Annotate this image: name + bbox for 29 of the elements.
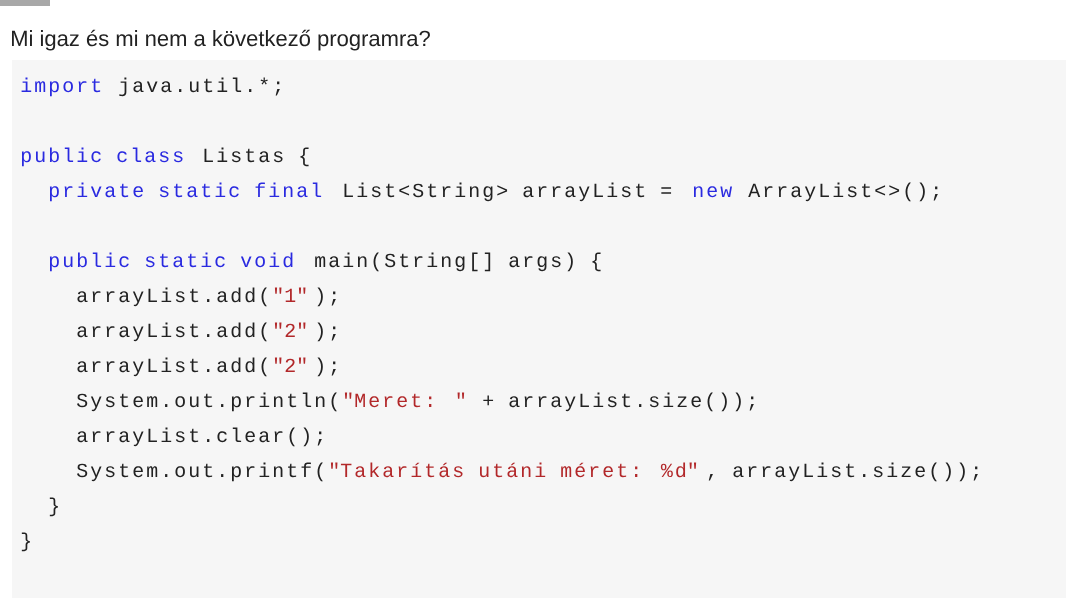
code-text: "2": [274, 357, 306, 372]
code-text: );: [317, 287, 336, 307]
code-text: arrayList.clear();: [77, 427, 322, 447]
code-text: private static final: [49, 182, 322, 202]
code-text: arrayList.add(: [77, 322, 267, 342]
code-text: + arrayList.size());: [483, 392, 754, 412]
code-text: arrayList.add(: [77, 287, 267, 307]
code-text: "2": [274, 322, 306, 337]
code-text: Listas {: [204, 147, 309, 167]
code-text: main(String[] args) {: [315, 252, 601, 272]
code-text: public class: [21, 147, 183, 167]
code-text: }: [21, 532, 30, 552]
code-text: System.out.printf(: [76, 462, 323, 482]
code-text: java.util.*;: [119, 77, 280, 97]
code-text: );: [317, 322, 336, 342]
code-text: System.out.println(: [76, 392, 337, 412]
code-text: "1": [274, 287, 306, 302]
code-text: arrayList.add(: [77, 357, 267, 377]
code-text: ArrayList<>();: [748, 182, 938, 202]
question-title: Mi igaz és mi nem a következő programra?: [12, 29, 430, 51]
code-text: "Meret: ": [344, 392, 465, 408]
code-text: public static void: [49, 252, 293, 272]
code-text: import: [21, 77, 101, 97]
code-text: , arrayList.size());: [708, 462, 978, 482]
code-text: "Takarítás utáni méret: %d": [330, 462, 697, 478]
code-text: );: [317, 357, 336, 377]
code-text: new: [693, 186, 732, 198]
code-text: List<String> arrayList =: [344, 182, 672, 202]
code-text: }: [49, 497, 58, 517]
